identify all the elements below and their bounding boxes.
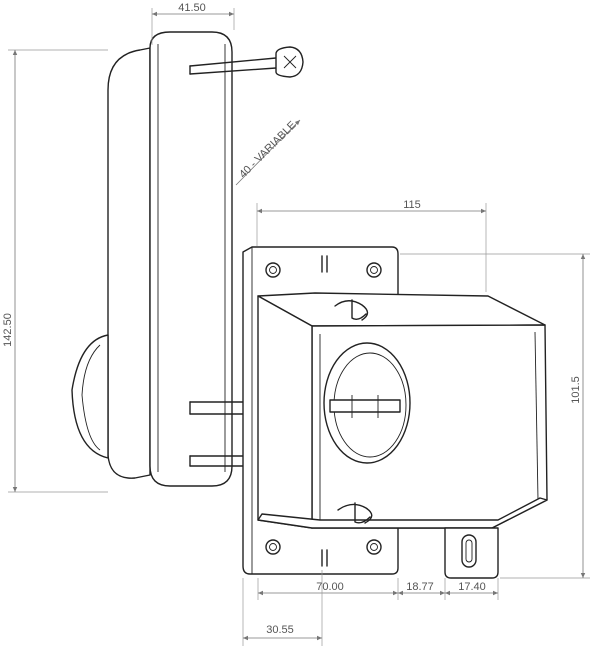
dim-bottom-offset: 30.55 xyxy=(266,624,294,636)
dim-bottom-a: 70.00 xyxy=(316,581,344,593)
mount-hole-bl xyxy=(265,539,281,555)
dim-bottom-b: 18.77 xyxy=(406,581,434,593)
dim-width-top: 41.50 xyxy=(178,2,206,14)
dimension-lines xyxy=(8,8,590,646)
dim-handle-height: 142.50 xyxy=(2,313,14,347)
dim-box-width: 115 xyxy=(403,199,421,211)
mount-hole-br xyxy=(366,539,382,555)
handle-assembly xyxy=(71,31,304,487)
lock-icon xyxy=(334,299,369,321)
dim-box-height: 101.5 xyxy=(570,376,582,404)
dim-bottom-c: 17.40 xyxy=(458,581,486,593)
dim-variable-depth: 40 - VARIABLE xyxy=(237,119,299,181)
mount-hole-tl xyxy=(265,262,281,278)
mount-hole-tr xyxy=(366,262,382,278)
lock-icon xyxy=(337,502,373,524)
lock-body xyxy=(242,246,548,579)
screw-icon xyxy=(275,46,304,78)
